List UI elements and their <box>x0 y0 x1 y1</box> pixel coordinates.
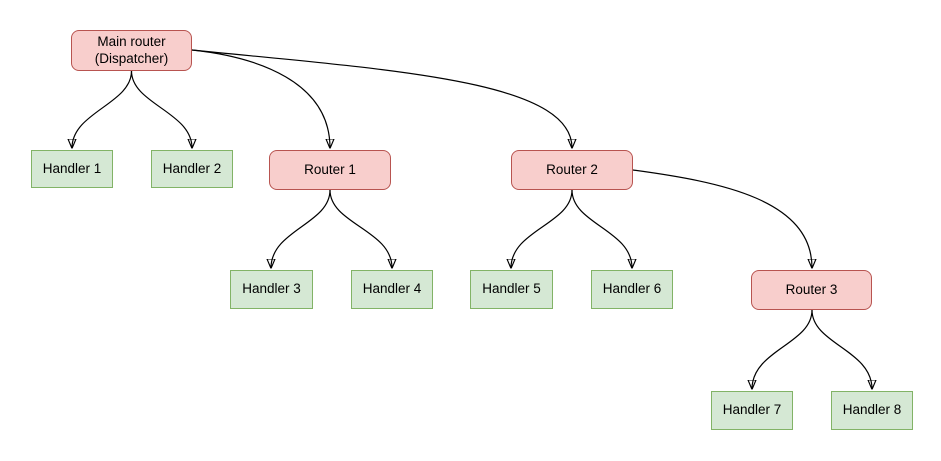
node-router-1: Router 1 <box>269 150 391 190</box>
edge-router-2-to-router-3 <box>632 169 812 268</box>
node-main-router: Main router (Dispatcher) <box>71 30 192 71</box>
node-handler-8: Handler 8 <box>831 391 913 430</box>
node-handler-6: Handler 6 <box>591 270 673 309</box>
node-router-3: Router 3 <box>751 270 872 310</box>
edge-router-3-to-handler-7 <box>752 309 813 389</box>
edge-main-router-to-handler-2 <box>130 70 193 148</box>
node-router-2: Router 2 <box>511 150 633 190</box>
node-handler-2: Handler 2 <box>151 150 233 188</box>
node-handler-1: Handler 1 <box>31 150 113 188</box>
edge-router-1-to-handler-3 <box>271 189 331 268</box>
node-handler-5: Handler 5 <box>470 270 553 309</box>
node-handler-4: Handler 4 <box>351 270 433 309</box>
node-handler-3: Handler 3 <box>230 270 313 309</box>
edge-router-1-to-handler-4 <box>329 189 392 268</box>
node-handler-7: Handler 7 <box>711 391 793 430</box>
edge-router-3-to-handler-8 <box>811 309 872 389</box>
edge-main-router-to-router-2 <box>191 49 572 148</box>
edge-main-router-to-router-1 <box>191 49 330 148</box>
edge-router-2-to-handler-6 <box>571 189 632 268</box>
edge-main-router-to-handler-1 <box>72 70 133 148</box>
edge-router-2-to-handler-5 <box>511 189 573 268</box>
